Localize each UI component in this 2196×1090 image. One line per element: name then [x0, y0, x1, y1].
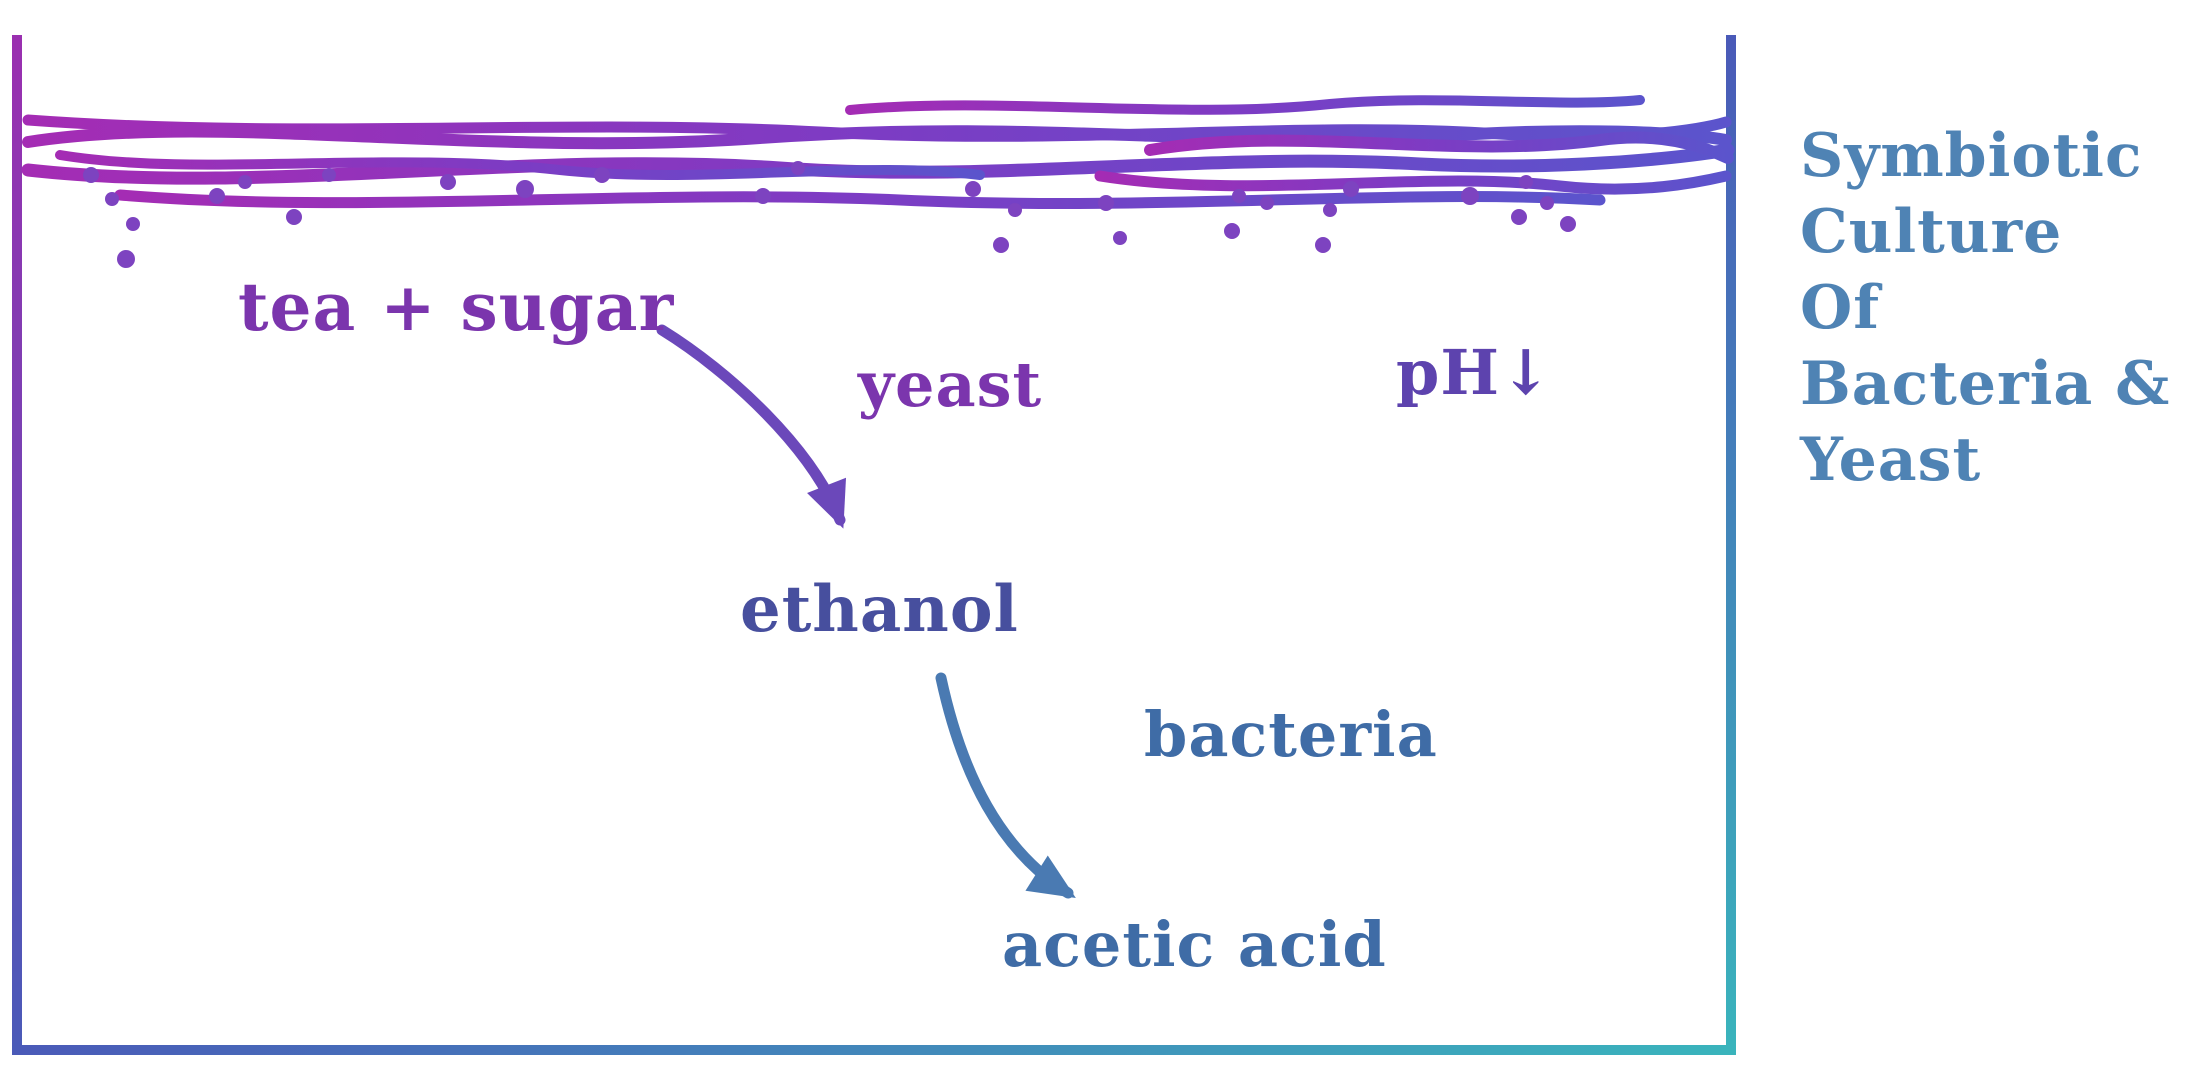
label-ph-down: pH↓ [1396, 336, 1553, 409]
title-line: Yeast [1800, 425, 1982, 495]
ethanol-to-acetic-arrow [935, 672, 1076, 899]
title-line: Symbiotic [1800, 121, 2143, 191]
yeast-dots [83, 161, 1576, 268]
label-tea-sugar: tea + sugar [238, 268, 675, 346]
title-line: Of [1800, 273, 1881, 343]
label-bacteria: bacteria [1144, 698, 1438, 771]
tea-to-ethanol-arrow [656, 324, 846, 529]
scoby-layer [21, 95, 1735, 209]
label-acetic-acid: acetic acid [1002, 908, 1387, 981]
label-yeast: yeast [858, 348, 1043, 421]
title-line: Culture [1800, 197, 2063, 267]
vessel-outline [12, 35, 1736, 1055]
title-line: Bacteria & [1800, 349, 2171, 419]
label-ethanol: ethanol [740, 572, 1019, 647]
scoby-acronym-title: Symbiotic Culture Of Bacteria & Yeast [1800, 118, 2170, 498]
